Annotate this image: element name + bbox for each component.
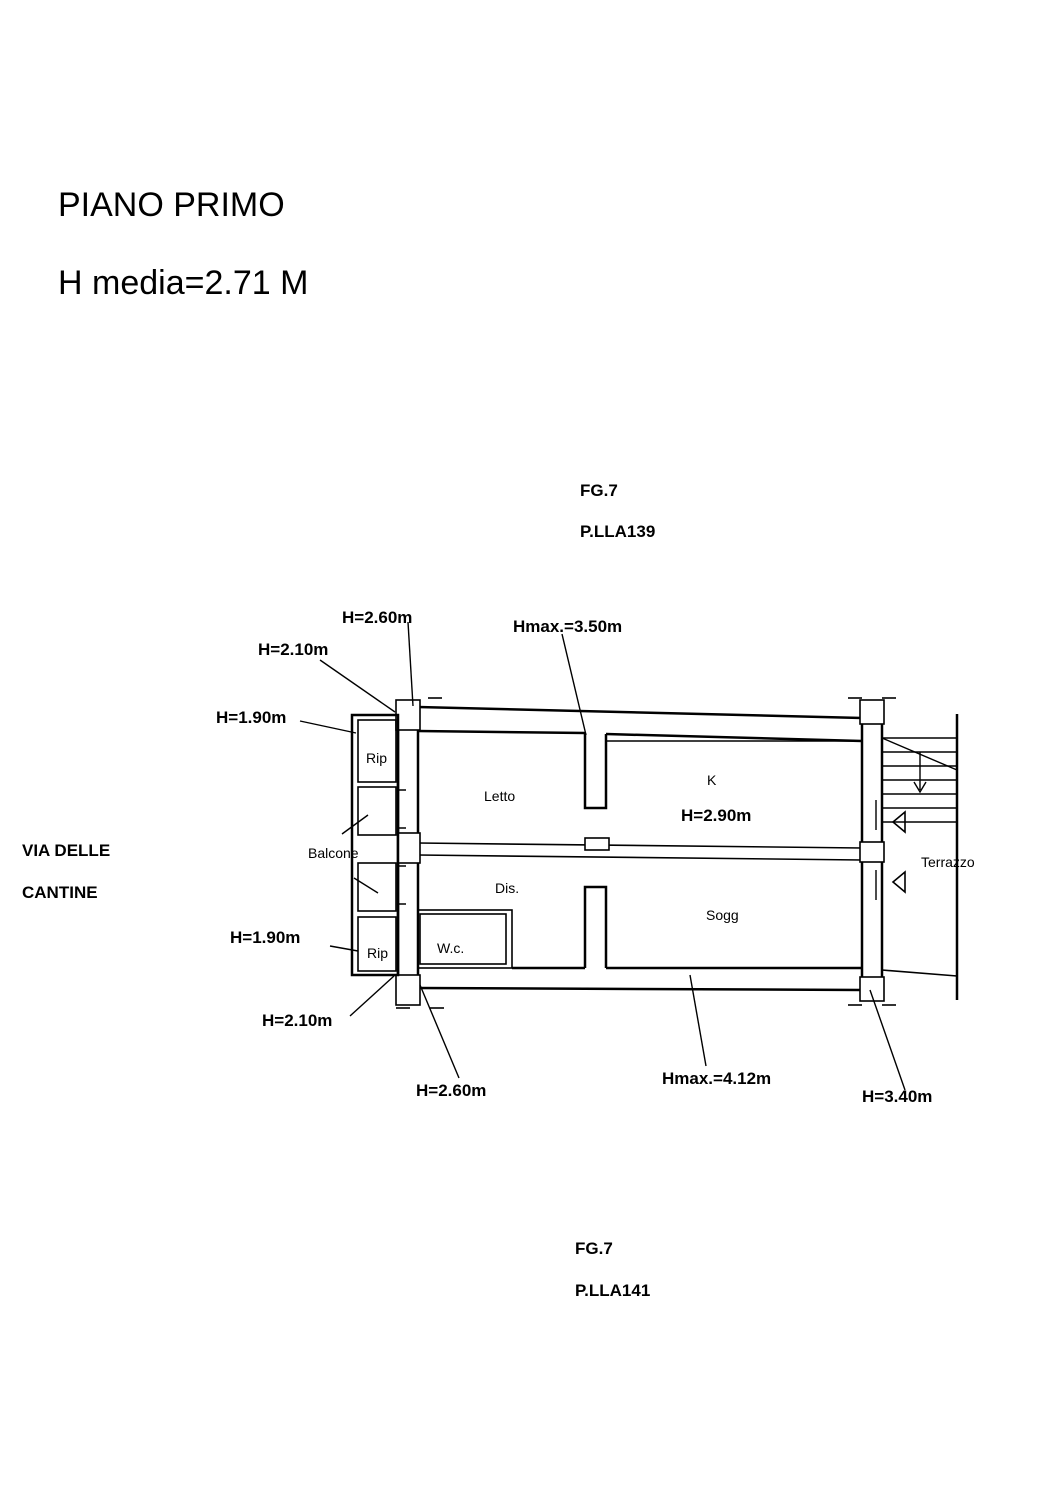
street-name-line2: CANTINE [22,883,98,902]
street-name-line1: VIA DELLE [22,841,110,860]
room-label-rip-bottom: Rip [367,945,388,961]
room-label-wc: W.c. [437,940,464,956]
height-label-top-rip-edge: H=2.10m [258,640,328,659]
north-sheet-label: FG.7 [580,481,618,500]
height-label-top-max: Hmax.=3.50m [513,617,622,636]
balcony-area [350,713,406,977]
room-label-dis: Dis. [495,880,519,896]
room-label-sogg: Sogg [706,907,739,923]
room-label-terrazzo: Terrazzo [921,854,975,870]
height-label-bottom-rip-edge: H=2.10m [262,1011,332,1030]
room-height-k: H=2.90m [681,806,751,825]
north-parcel-label: P.LLA139 [580,522,655,541]
height-label-top-wall: H=2.60m [342,608,412,627]
room-label-k: K [707,772,717,788]
walls [395,697,896,1009]
room-label-letto: Letto [484,788,515,804]
height-label-bottom-wall: H=2.60m [416,1081,486,1100]
room-label-balcone: Balcone [308,845,359,861]
plan-title: PIANO PRIMO [58,186,285,224]
room-label-rip-top: Rip [366,750,387,766]
height-label-bottom-rip: H=1.90m [230,928,300,947]
south-parcel-label: P.LLA141 [575,1281,650,1300]
average-height: H media=2.71 M [58,264,308,302]
height-label-right-wall: H=3.40m [862,1087,932,1106]
terrace-area [875,714,959,1000]
height-label-bottom-max: Hmax.=4.12m [662,1069,771,1088]
leader-lines [299,621,906,1091]
height-label-top-rip: H=1.90m [216,708,286,727]
south-sheet-label: FG.7 [575,1239,613,1258]
